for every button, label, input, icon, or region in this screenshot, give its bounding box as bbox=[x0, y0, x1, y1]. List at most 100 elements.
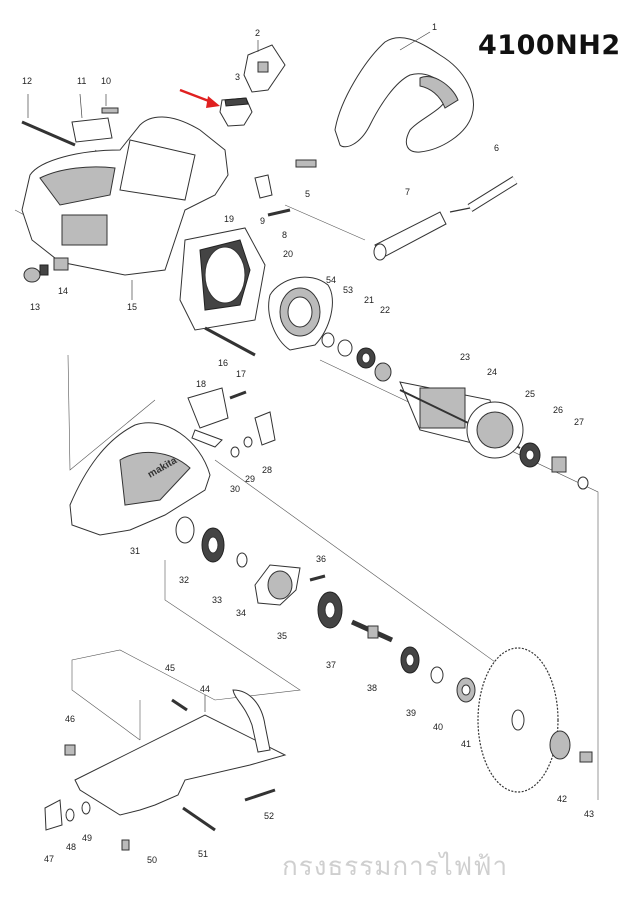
part-screw-17 bbox=[229, 390, 247, 400]
callout-33: 33 bbox=[212, 595, 222, 605]
part-insulation-22 bbox=[374, 362, 392, 382]
callout-10: 10 bbox=[101, 76, 111, 86]
callout-34: 34 bbox=[236, 608, 246, 618]
part-ring-27 bbox=[577, 476, 589, 490]
part-bearing-33 bbox=[201, 527, 225, 563]
part-gear-39 bbox=[400, 646, 420, 674]
part-pin-50 bbox=[121, 839, 130, 851]
callout-19: 19 bbox=[224, 214, 234, 224]
callout-11: 11 bbox=[77, 76, 86, 86]
callout-35: 35 bbox=[277, 631, 287, 641]
part-switch bbox=[187, 387, 229, 448]
part-washer-49 bbox=[81, 801, 91, 815]
part-lever-28 bbox=[254, 411, 276, 446]
callout-31: 31 bbox=[130, 546, 140, 556]
callout-29: 29 bbox=[245, 474, 255, 484]
callout-51: 51 bbox=[198, 849, 208, 859]
part-flange-41 bbox=[456, 677, 476, 703]
part-o-ring-40 bbox=[430, 666, 444, 684]
part-bearing-25 bbox=[519, 442, 541, 468]
part-washer-30 bbox=[230, 446, 240, 458]
callout-30: 30 bbox=[230, 484, 240, 494]
callout-labels: 1 2 3 5 6 7 8 9 10 11 12 13 14 15 16 17 … bbox=[22, 22, 594, 865]
callout-1: 1 bbox=[432, 22, 437, 32]
part-cord bbox=[449, 176, 518, 213]
part-bearing-21 bbox=[356, 347, 376, 369]
part-screw-5 bbox=[295, 159, 317, 168]
part-brush-holder-cap bbox=[243, 40, 286, 93]
callout-36: 36 bbox=[316, 554, 326, 564]
callout-41: 41 bbox=[461, 739, 471, 749]
part-fan bbox=[466, 401, 524, 459]
callout-49: 49 bbox=[82, 833, 92, 843]
callout-37: 37 bbox=[326, 660, 336, 670]
part-field-screw bbox=[204, 326, 256, 357]
callout-3: 3 bbox=[235, 72, 240, 82]
part-bolt-52 bbox=[244, 788, 276, 802]
part-retaining-ring-34 bbox=[236, 552, 248, 568]
callout-54: 54 bbox=[326, 275, 336, 285]
part-hex-bolt-43 bbox=[579, 751, 593, 763]
callout-7: 7 bbox=[405, 187, 410, 197]
callout-13: 13 bbox=[30, 302, 40, 312]
part-o-ring-32 bbox=[175, 516, 195, 544]
callout-24: 24 bbox=[487, 367, 497, 377]
part-screw-8 bbox=[267, 208, 291, 217]
callout-27: 27 bbox=[574, 417, 584, 427]
callout-21: 21 bbox=[364, 295, 374, 305]
part-screw-36 bbox=[309, 574, 326, 582]
part-nut-46 bbox=[64, 744, 76, 756]
part-bearing-37 bbox=[317, 591, 343, 629]
part-carbon-brush bbox=[53, 257, 69, 271]
watermark-text: กรงธรรมการไฟฟ้า bbox=[282, 852, 509, 882]
callout-43: 43 bbox=[584, 809, 594, 819]
part-saw-blade bbox=[477, 647, 559, 793]
callout-42: 42 bbox=[557, 794, 567, 804]
model-number: 4100NH2 bbox=[478, 30, 621, 61]
callout-20: 20 bbox=[283, 249, 293, 259]
part-ring-54 bbox=[321, 332, 335, 348]
callout-9: 9 bbox=[260, 216, 265, 226]
part-field-coil bbox=[179, 227, 266, 331]
callout-38: 38 bbox=[367, 683, 377, 693]
callout-14: 14 bbox=[58, 286, 68, 296]
part-washer-29 bbox=[243, 436, 253, 448]
part-long-screw bbox=[21, 94, 76, 147]
callout-26: 26 bbox=[553, 405, 563, 415]
part-outer-flange-42 bbox=[549, 730, 571, 760]
callout-25: 25 bbox=[525, 389, 535, 399]
part-baffle-plate bbox=[268, 276, 333, 351]
callout-5: 5 bbox=[305, 189, 310, 199]
callout-44: 44 bbox=[200, 684, 210, 694]
part-washer-53 bbox=[337, 339, 353, 357]
part-washer-48 bbox=[65, 808, 75, 822]
callout-52: 52 bbox=[264, 811, 274, 821]
part-handle bbox=[334, 31, 474, 153]
part-wing-bolt-47 bbox=[44, 799, 63, 831]
part-screw-45 bbox=[171, 698, 188, 712]
part-bearing-retainer-35 bbox=[254, 564, 301, 606]
callout-47: 47 bbox=[44, 854, 54, 864]
callout-2: 2 bbox=[255, 28, 260, 38]
callout-18: 18 bbox=[196, 379, 206, 389]
part-cord-guard bbox=[373, 211, 447, 261]
part-sleeve-26 bbox=[551, 456, 567, 473]
callout-40: 40 bbox=[433, 722, 443, 732]
part-gear-housing: makita bbox=[69, 422, 211, 536]
part-spindle bbox=[350, 619, 394, 643]
part-shaft-51 bbox=[182, 806, 216, 832]
callout-6: 6 bbox=[494, 143, 499, 153]
callout-12: 12 bbox=[22, 76, 32, 86]
callout-45: 45 bbox=[165, 663, 175, 673]
part-nameplate bbox=[71, 93, 113, 143]
part-motor-housing bbox=[21, 116, 229, 300]
part-base bbox=[74, 689, 287, 816]
highlight-arrow bbox=[179, 88, 220, 108]
callout-48: 48 bbox=[66, 842, 76, 852]
callout-15: 15 bbox=[127, 302, 137, 312]
callout-22: 22 bbox=[380, 305, 390, 315]
callout-32: 32 bbox=[179, 575, 189, 585]
callout-53: 53 bbox=[343, 285, 353, 295]
